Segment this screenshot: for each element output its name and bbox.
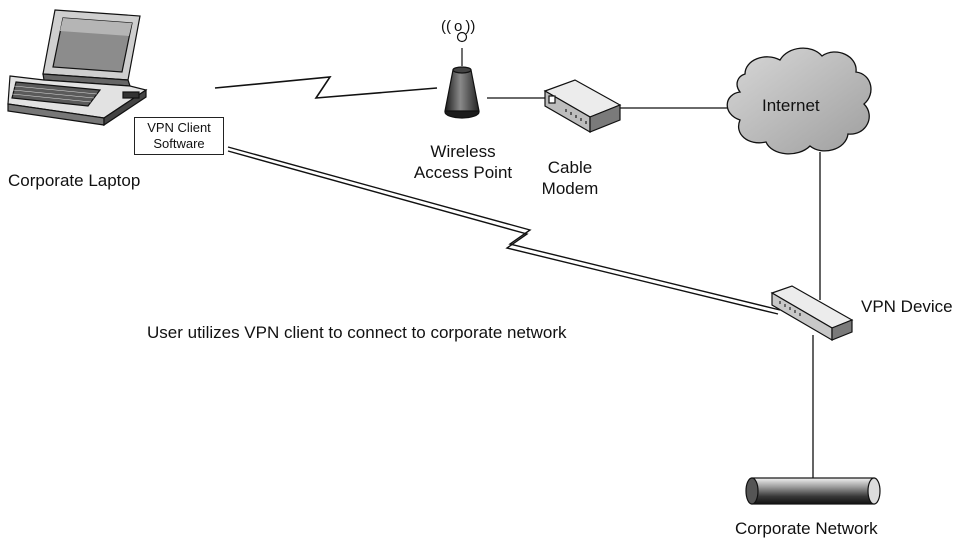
- wireless-signal-icon: (( o )): [441, 18, 476, 35]
- vpn-client-label-line2: Software: [153, 136, 205, 151]
- corporate-network-label: Corporate Network: [735, 519, 878, 538]
- access-point-label: Wireless Access Point: [408, 141, 518, 183]
- cable-modem-label: Cable Modem: [535, 157, 605, 199]
- access-point-icon: [444, 31, 480, 119]
- access-point-label-line1: Wireless: [430, 142, 496, 161]
- wireless-link: [214, 76, 438, 99]
- cable-modem-label-line2: Modem: [541, 179, 599, 198]
- vpn-tunnel-a: [227, 146, 781, 311]
- network-backbone-icon: [745, 477, 881, 505]
- cable-modem-label-line1: Cable: [547, 158, 593, 177]
- cable-modem-icon: [543, 79, 622, 134]
- internet-cloud-icon: [726, 47, 872, 155]
- connection-lines: [214, 76, 821, 478]
- laptop-label: Corporate Laptop: [8, 171, 141, 190]
- vpn-device-icon: [770, 285, 854, 342]
- internet-label: Internet: [762, 96, 820, 115]
- vpn-client-label-line1: VPN Client: [147, 120, 211, 135]
- access-point-label-line2: Access Point: [413, 163, 513, 182]
- diagram-caption: User utilizes VPN client to connect to c…: [147, 323, 567, 342]
- vpn-client-software-box: VPN Client Software: [134, 117, 224, 155]
- laptop-icon: [7, 9, 148, 127]
- vpn-tunnel-b: [227, 150, 779, 315]
- vpn-device-label: VPN Device: [861, 297, 953, 316]
